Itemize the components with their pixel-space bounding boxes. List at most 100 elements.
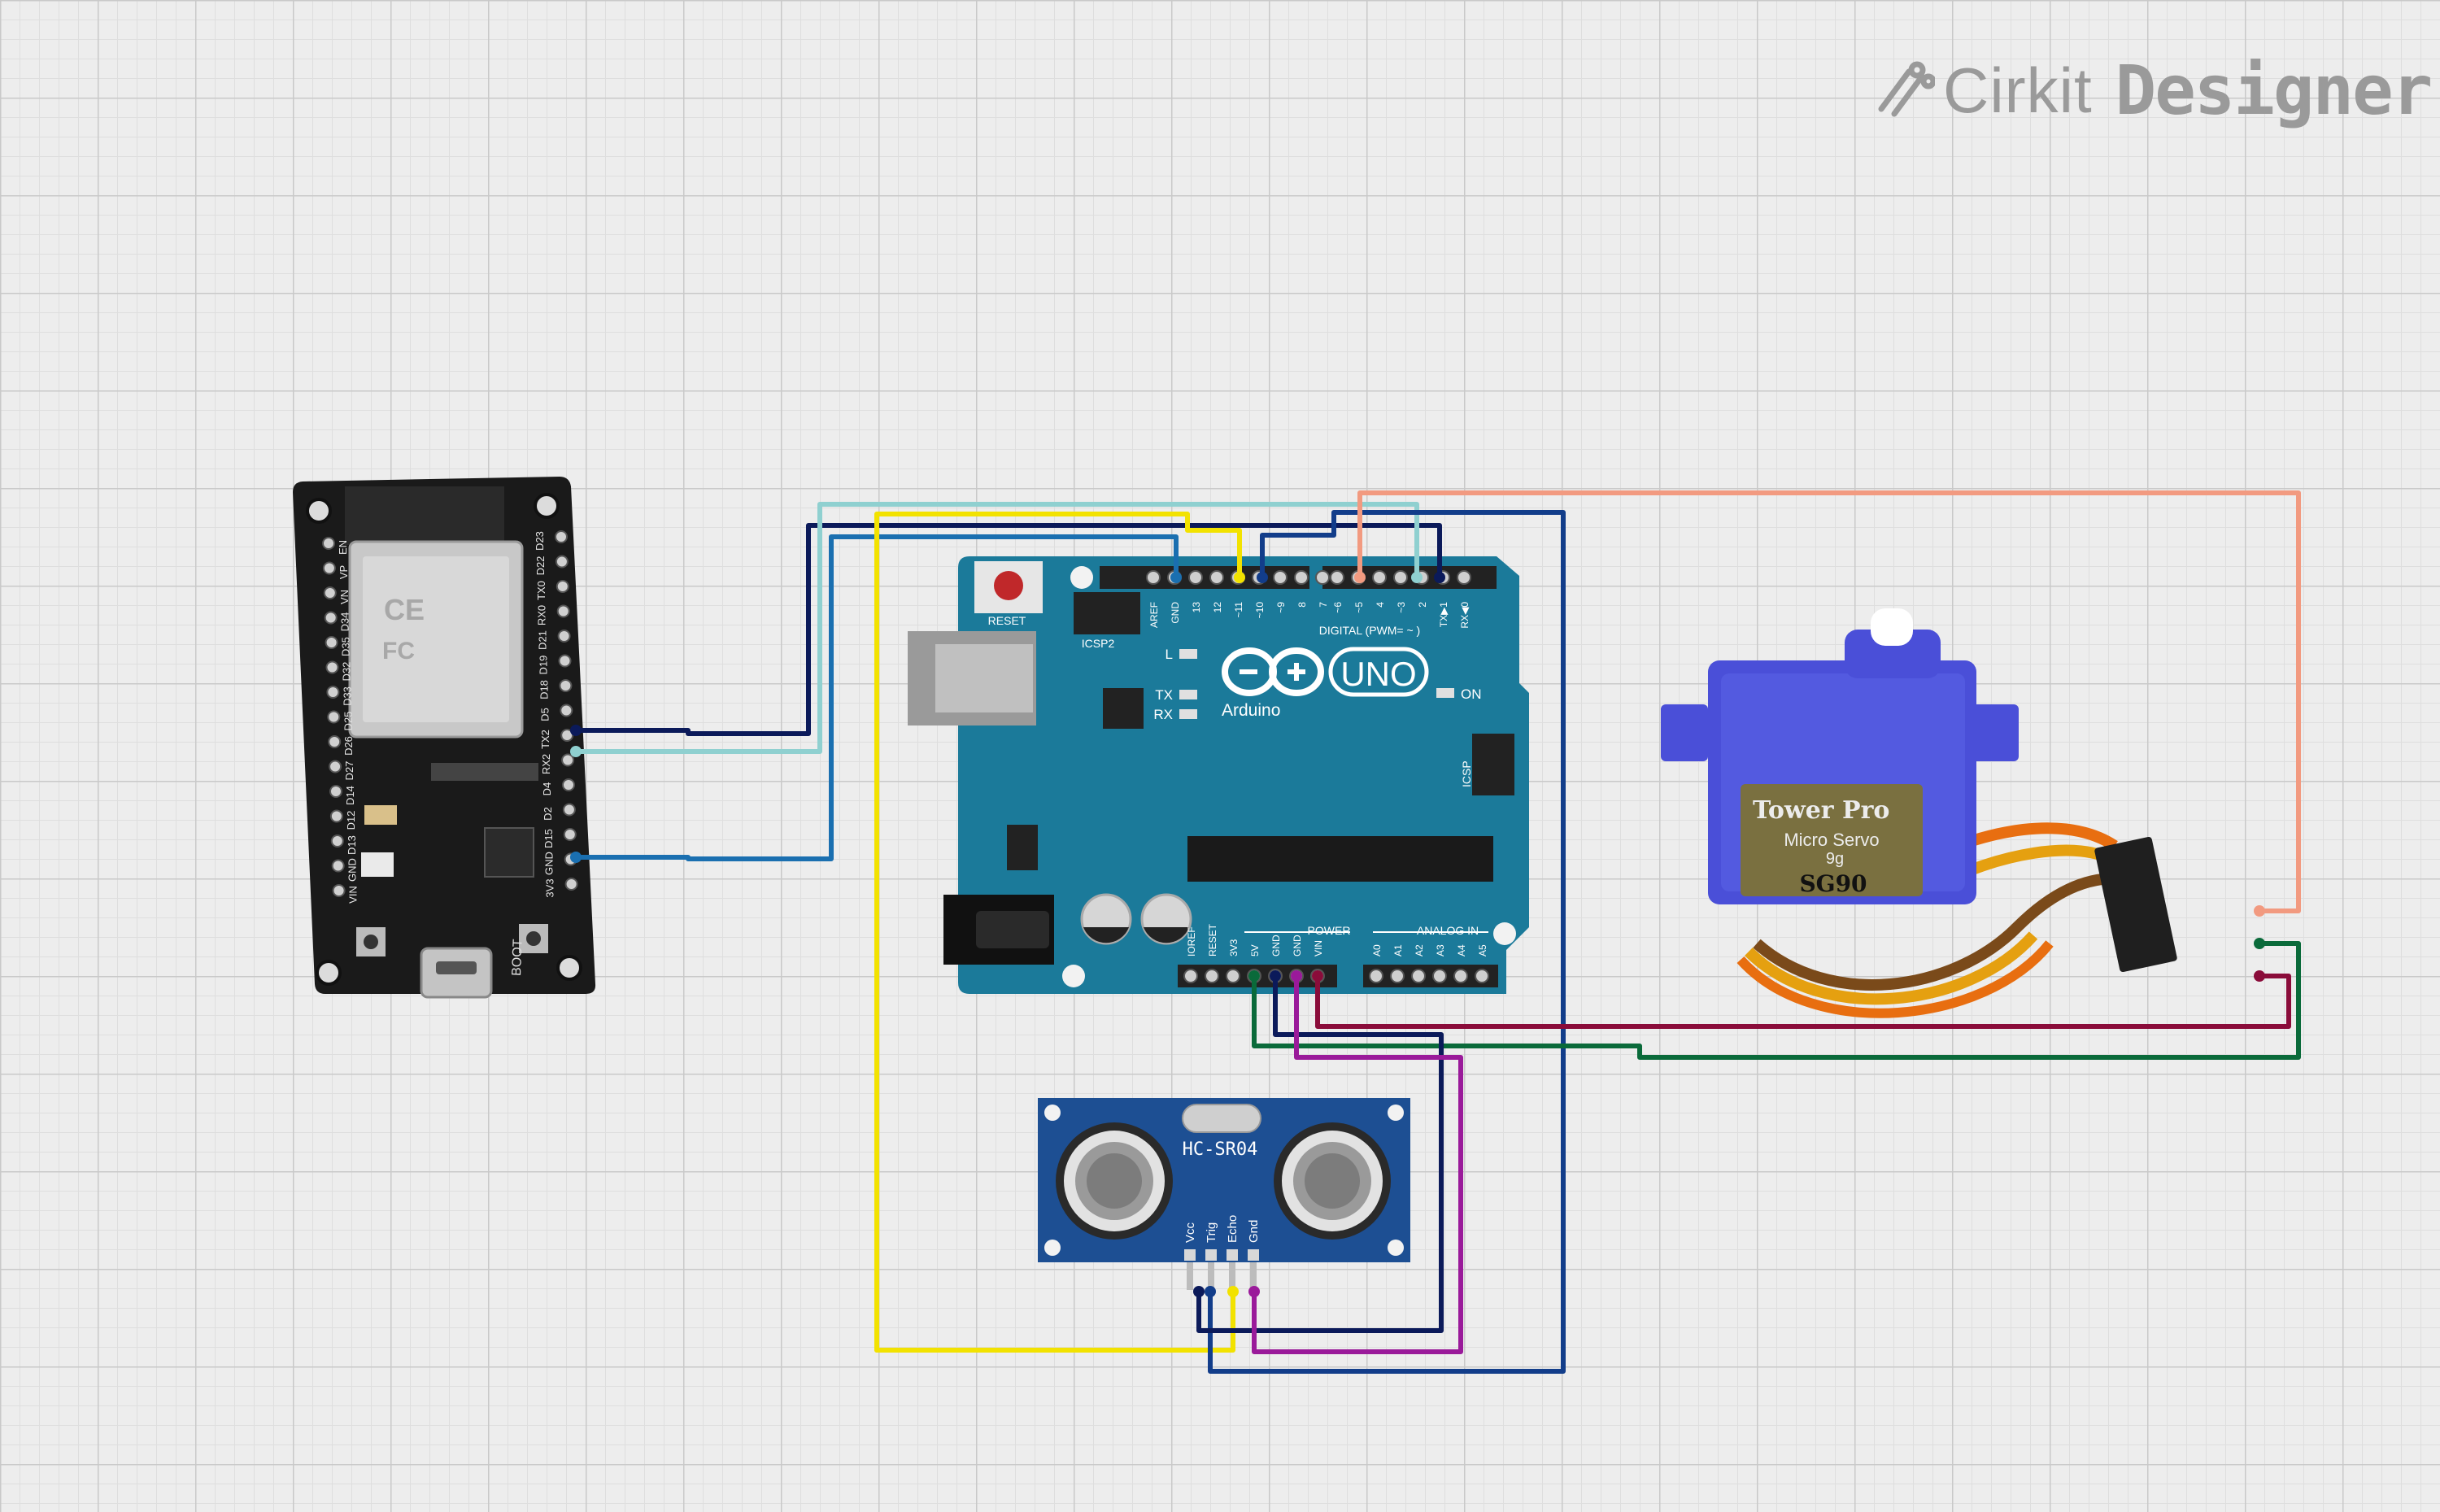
esp32-pin[interactable] <box>560 729 574 742</box>
esp32-pin-label: TX0 <box>535 581 547 600</box>
hc-sr04-pin[interactable] <box>1208 1262 1214 1290</box>
wire-arduino-gnd-to-servo-gnd[interactable] <box>1315 974 2291 1029</box>
hc-sr04-pin-pad <box>1205 1249 1217 1261</box>
arduino-digital-pin[interactable] <box>1146 570 1161 585</box>
servo-brand-label: Tower Pro <box>1753 796 1889 825</box>
esp32-pin[interactable] <box>322 537 335 550</box>
hc-sr04-pin[interactable] <box>1250 1262 1257 1290</box>
esp32-mount-hole <box>556 955 582 981</box>
arduino-analog-pin[interactable] <box>1369 969 1383 983</box>
arduino-mount-hole <box>1062 965 1085 987</box>
esp32-usb-chip <box>484 827 534 878</box>
wire-esp-rx2-to-arduino-d3[interactable] <box>573 502 1419 754</box>
arduino-digital-pin-label: RX◀0 <box>1459 602 1471 629</box>
hc-sr04-pin[interactable] <box>1187 1262 1193 1290</box>
arduino-digital-pin[interactable] <box>1188 570 1203 585</box>
esp32-pin[interactable] <box>329 785 342 798</box>
arduino-digital-pin[interactable] <box>1315 570 1330 585</box>
esp32-pin-label: D22 <box>534 556 547 576</box>
esp32-pin[interactable] <box>556 604 570 618</box>
arduino-digital-pin[interactable] <box>1330 570 1344 585</box>
esp32-pin[interactable] <box>558 654 572 668</box>
hc-sr04-pin[interactable] <box>1229 1262 1235 1290</box>
wire-arduino-gnd-to-sensor-gnd[interactable] <box>1252 974 1463 1354</box>
esp32-board[interactable]: CE FC BOOT ENVPVND34D35D32D33D25D26D27D1… <box>293 477 596 999</box>
wire-arduino-5v-to-vcc[interactable] <box>1196 974 1444 1333</box>
arduino-power-pin-label: RESET <box>1207 923 1218 956</box>
arduino-led-rx <box>1179 709 1197 719</box>
arduino-analog-pin[interactable] <box>1390 969 1405 983</box>
hc-sr04-receiver <box>1274 1122 1391 1240</box>
esp32-pin-label: VN <box>338 590 351 604</box>
arduino-analog-pin[interactable] <box>1411 969 1426 983</box>
esp32-pin[interactable] <box>562 803 576 817</box>
arduino-digital-pin[interactable] <box>1273 570 1288 585</box>
arduino-digital-pin[interactable] <box>1294 570 1309 585</box>
arduino-digital-pin[interactable] <box>1209 570 1224 585</box>
esp32-pin[interactable] <box>332 884 346 897</box>
esp32-pin[interactable] <box>330 834 344 848</box>
arduino-icsp2-label: ICSP2 <box>1082 637 1115 650</box>
esp32-pin[interactable] <box>322 561 336 575</box>
arduino-led-l <box>1179 649 1197 659</box>
arduino-power-pin-label: VIN <box>1313 940 1324 956</box>
wire-endpoint-dot <box>1270 970 1281 982</box>
esp32-pin[interactable] <box>555 555 569 569</box>
arduino-model-label: UNO <box>1340 655 1416 693</box>
esp32-pin-label: D19 <box>538 656 550 675</box>
esp32-pin[interactable] <box>561 753 575 767</box>
esp32-pin[interactable] <box>329 809 343 823</box>
wire-endpoint-dot <box>1411 572 1423 583</box>
arduino-led-tx <box>1179 690 1197 699</box>
esp32-pin[interactable] <box>556 580 569 593</box>
wire-endpoint-dot <box>2254 938 2265 949</box>
esp32-antenna <box>345 486 504 545</box>
wire-endpoint-dot <box>570 725 582 736</box>
esp32-pin[interactable] <box>329 760 342 773</box>
arduino-analog-pin[interactable] <box>1432 969 1447 983</box>
servo-gear-housing <box>1845 630 1941 678</box>
servo-model-label: SG90 <box>1799 870 1867 897</box>
wire-arduino-d6-to-servo-signal[interactable] <box>1357 490 2301 913</box>
wire-arduino-d11-to-echo[interactable] <box>874 512 1242 1353</box>
esp32-pin[interactable] <box>328 735 342 748</box>
wire-echo-segment[interactable] <box>874 1289 1235 1353</box>
esp32-pin[interactable] <box>564 878 578 891</box>
wire-esp-gnd-to-arduino-gnd[interactable] <box>573 534 1179 861</box>
esp32-pin[interactable] <box>555 530 568 543</box>
esp32-pin[interactable] <box>563 828 577 841</box>
servo-cable-brown <box>1753 873 2115 991</box>
wire-arduino-d10-to-trig[interactable] <box>1208 510 1566 1374</box>
arduino-analog-pin[interactable] <box>1453 969 1468 983</box>
arduino-analog-pin[interactable] <box>1475 969 1489 983</box>
esp32-pin[interactable] <box>323 586 337 599</box>
esp32-pin[interactable] <box>560 704 573 717</box>
wire-endpoint-dot <box>1227 1286 1239 1297</box>
wire-endpoint-dot <box>2254 905 2265 917</box>
esp32-pin[interactable] <box>557 630 571 643</box>
hc-sr04-pin-label: Echo <box>1226 1215 1240 1243</box>
arduino-analog-pin-label: A4 <box>1456 944 1467 956</box>
wire-arduino-3v3-to-servo-vcc[interactable] <box>1252 941 2301 1060</box>
esp32-pin[interactable] <box>324 611 338 625</box>
esp32-pin[interactable] <box>327 710 341 724</box>
esp32-pin[interactable] <box>325 636 338 649</box>
arduino-power-pin[interactable] <box>1183 969 1198 983</box>
sg90-servo[interactable]: Tower Pro Micro Servo 9g SG90 <box>1661 608 2177 1018</box>
arduino-power-pin[interactable] <box>1205 969 1219 983</box>
wire-esp-tx2-to-arduino-d2[interactable] <box>573 523 1442 736</box>
arduino-power-pin[interactable] <box>1226 969 1240 983</box>
wire-endpoint-dot <box>1434 572 1445 583</box>
esp32-pin[interactable] <box>559 679 573 692</box>
brand-suffix: Designer <box>2115 50 2433 130</box>
arduino-digital-pin-label: ~5 <box>1353 602 1365 613</box>
esp32-pin[interactable] <box>325 660 339 674</box>
esp32-pin[interactable] <box>331 859 345 873</box>
arduino-digital-pin[interactable] <box>1393 570 1408 585</box>
arduino-uno-board[interactable]: RESET ICSP2 L TX RX ON <box>908 556 1529 994</box>
arduino-digital-pin[interactable] <box>1372 570 1387 585</box>
arduino-digital-pin[interactable] <box>1457 570 1471 585</box>
esp32-pin[interactable] <box>562 778 575 791</box>
esp32-pin[interactable] <box>326 686 340 699</box>
